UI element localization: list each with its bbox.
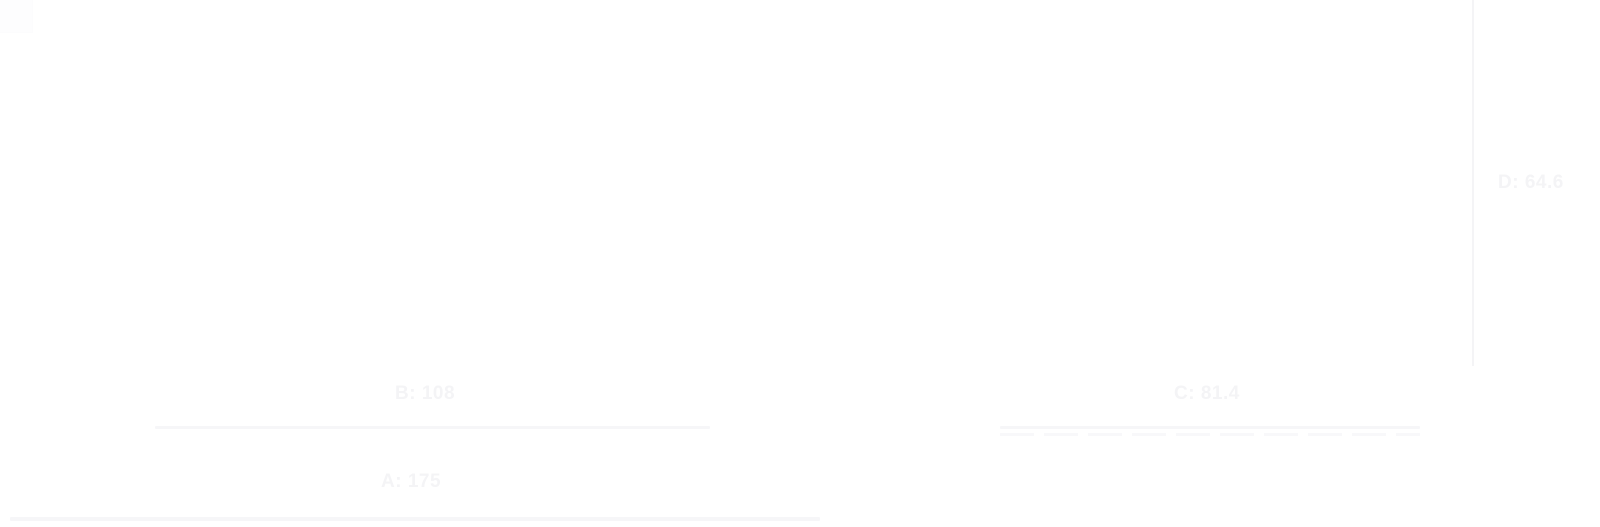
corner-marker-block xyxy=(0,0,33,33)
bar-c xyxy=(1000,426,1420,429)
bar-b xyxy=(155,426,710,429)
bar-label-b: B: 108 xyxy=(395,383,456,404)
bar-label-c: C: 81.4 xyxy=(1174,383,1240,404)
bar-a xyxy=(10,517,820,521)
divider-vertical-d xyxy=(1472,0,1474,366)
bar-label-a: A: 175 xyxy=(381,471,442,492)
bar-c-secondary-dashed xyxy=(1000,433,1420,436)
bar-label-d: D: 64.6 xyxy=(1498,172,1564,193)
